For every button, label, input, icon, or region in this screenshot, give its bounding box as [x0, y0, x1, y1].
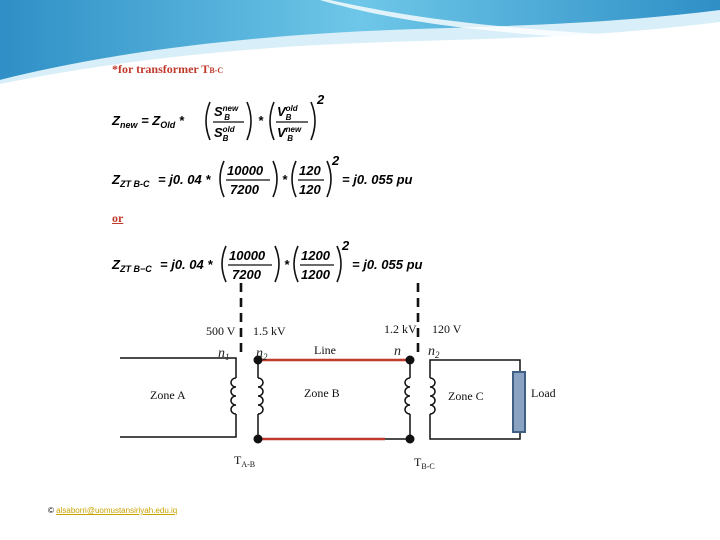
load-resistor	[512, 371, 526, 433]
zone-b-label: Zone B	[304, 386, 340, 400]
svg-text:7200: 7200	[230, 182, 260, 197]
svg-text:2: 2	[331, 155, 340, 168]
zone-a-top-wire	[120, 357, 237, 378]
tbc-primary-coil	[404, 377, 411, 415]
tab-primary-coil	[230, 377, 237, 415]
svg-text:*: *	[258, 113, 264, 128]
svg-text:10000: 10000	[227, 163, 264, 178]
bus-dot-1	[253, 355, 263, 365]
n2-left-label: n2	[256, 346, 268, 362]
zone-a-bottom-wire	[120, 414, 237, 438]
load-label: Load	[531, 386, 556, 400]
zone-c-label: Zone C	[448, 389, 484, 403]
one-line-diagram: 500 V 1.5 kV 1.2 kV 120 V n1 n2 n n2 Lin…	[120, 280, 556, 471]
svg-text:1200: 1200	[301, 248, 331, 263]
svg-text:= j0. 04 *: = j0. 04 *	[160, 257, 213, 272]
svg-text:*: *	[284, 257, 290, 272]
copyright-symbol: ©	[48, 506, 54, 515]
bus-dot-2	[253, 434, 263, 444]
svg-text:120: 120	[299, 163, 321, 178]
n-right-label: n	[394, 344, 401, 359]
svg-text:= j0. 04 *: = j0. 04 *	[158, 172, 211, 187]
svg-text:= j0. 055 pu: = j0. 055 pu	[342, 172, 413, 187]
svg-text:120: 120	[299, 182, 321, 197]
zone-c-bottom-wire	[429, 414, 521, 440]
svg-text:10000: 10000	[229, 248, 266, 263]
voltage-15kv: 1.5 kV	[253, 324, 286, 338]
header-swoosh	[0, 0, 720, 84]
line-label: Line	[314, 343, 336, 357]
zone-c-top-wire	[429, 359, 521, 378]
equation-zt-bc-2: ZZT B−C = j0. 04 * 10000 7200 * 1200 120…	[111, 240, 423, 283]
n1-left-label: n1	[218, 346, 230, 362]
tab-secondary-coil	[257, 377, 264, 415]
voltage-120v: 120 V	[432, 322, 462, 336]
equation-zt-bc-1: ZZT B-C = j0. 04 * 10000 7200 * 120 120 …	[111, 155, 413, 198]
n2-right-label: n2	[428, 344, 440, 360]
tbc-label: TB-C	[414, 455, 435, 471]
svg-text:2: 2	[341, 240, 350, 253]
svg-text:= j0. 055 pu: = j0. 055 pu	[352, 257, 423, 272]
voltage-500v: 500 V	[206, 324, 236, 338]
svg-text:ZZT B−C: ZZT B−C	[111, 257, 152, 274]
svg-text:7200: 7200	[232, 267, 262, 282]
svg-text:*: *	[282, 172, 288, 187]
heading-transformer: *for transformer TB-C	[112, 62, 224, 76]
footer-email-link[interactable]: alsaborri@uomustansiriyah.edu.iq	[56, 506, 178, 515]
tbc-secondary-coil	[429, 377, 436, 415]
svg-text:Znew = ZOld *: Znew = ZOld *	[111, 113, 185, 130]
footer: © alsaborri@uomustansiriyah.edu.iq	[48, 506, 177, 515]
zone-a-label: Zone A	[150, 388, 186, 402]
tab-label: TA-B	[234, 453, 255, 469]
or-label: or	[112, 211, 124, 225]
voltage-12kv: 1.2 kV	[384, 322, 417, 336]
svg-text:2: 2	[316, 92, 325, 107]
svg-text:ZZT B-C: ZZT B-C	[111, 172, 150, 189]
svg-text:1200: 1200	[301, 267, 331, 282]
